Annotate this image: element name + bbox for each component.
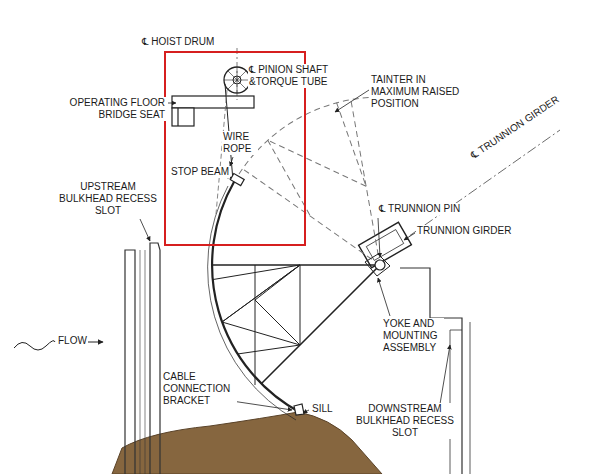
- part-label: YOKE AND MOUNTING ASSEMBLY: [382, 318, 444, 354]
- part-label: STOP BEAM: [170, 166, 230, 178]
- gate-frame: [212, 265, 380, 385]
- part-label: ℄ PINION SHAFT &TORQUE TUBE: [248, 64, 335, 88]
- part-label: WIRE ROPE: [222, 131, 258, 155]
- concrete-sill: [112, 412, 382, 474]
- part-label: OPERATING FLOOR BRIDGE SEAT: [63, 97, 166, 121]
- part-label: SILL: [311, 403, 334, 415]
- part-label: CABLE CONNECTION BRACKET: [162, 371, 237, 407]
- part-label: FLOW: [57, 335, 88, 347]
- part-label: ℄ HOIST DRUM: [141, 36, 215, 48]
- trunnion-pin: [375, 260, 385, 270]
- part-label: ℄ TRUNNION GIRDER: [468, 93, 562, 162]
- part-label: TAINTER IN MAXIMUM RAISED POSITION: [370, 74, 466, 110]
- part-label: ℄ TRUNNION PIN: [378, 203, 461, 215]
- operating-floor: [172, 96, 254, 126]
- cable-bracket: [294, 404, 304, 415]
- upstream-pier: [125, 243, 160, 474]
- hoist-drum-centerline: [237, 48, 238, 100]
- stop-beam: [230, 174, 244, 186]
- flow-wave: [14, 341, 55, 350]
- yoke-assembly: [365, 254, 390, 276]
- raised-gate: [205, 85, 463, 291]
- downstream-pier: [400, 268, 470, 474]
- part-label: UPSTREAM BULKHEAD RECESS SLOT: [56, 181, 161, 217]
- part-label: DOWNSTREAM BULKHEAD RECESS SLOT: [353, 403, 458, 439]
- part-label: TRUNNION GIRDER: [416, 225, 512, 237]
- trunnion-girder-web: [366, 230, 403, 261]
